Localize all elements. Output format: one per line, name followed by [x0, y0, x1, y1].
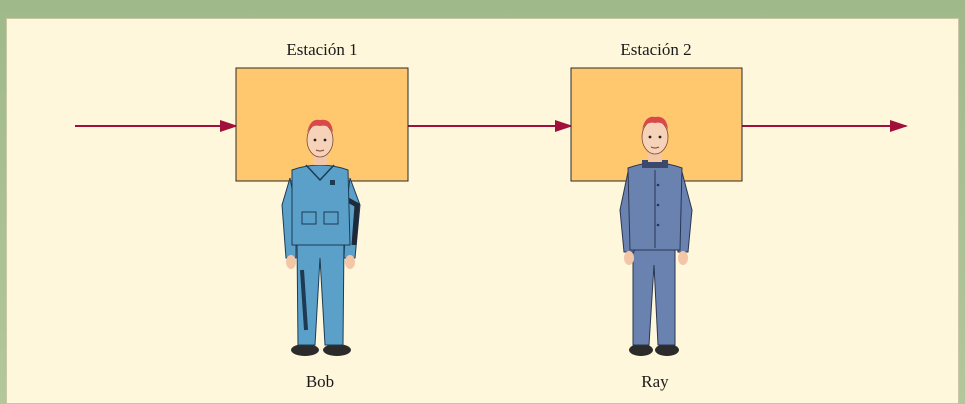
worker-1-name: Bob	[305, 372, 335, 391]
ray-figure	[619, 116, 693, 356]
diagram-panel	[6, 18, 959, 404]
station-1-label: Estación 1	[286, 40, 358, 59]
worker-2-name: Ray	[641, 372, 669, 391]
station-2-label: Estación 2	[620, 40, 692, 59]
bob-figure	[281, 119, 361, 356]
